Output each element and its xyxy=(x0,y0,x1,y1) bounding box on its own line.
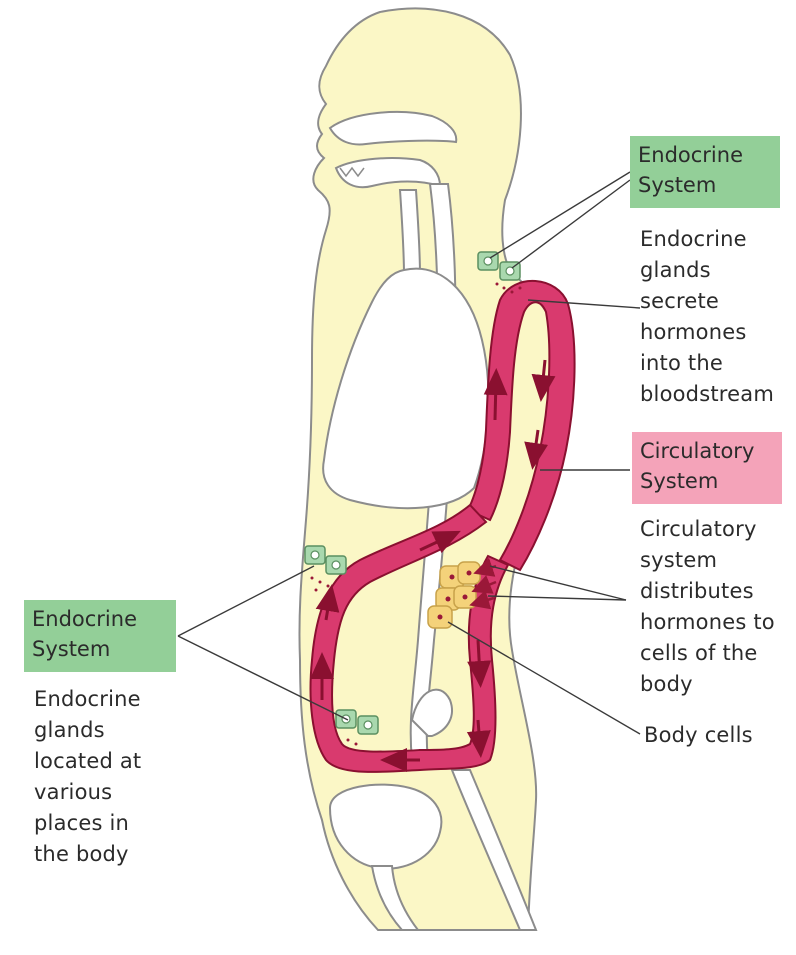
circulatory-desc-line-3: distributes xyxy=(640,576,796,607)
endocrine-system-label-top: Endocrine System xyxy=(630,136,780,208)
endocrine-top-line-2: System xyxy=(638,170,772,200)
endocrine-left-desc-line-1: Endocrine xyxy=(34,684,184,715)
endocrine-left-desc-line-5: places in xyxy=(34,808,184,839)
endocrine-left-line-1: Endocrine xyxy=(32,604,168,634)
circulatory-system-label: Circulatory System xyxy=(632,432,782,504)
endocrine-top-desc-line-2: glands xyxy=(640,255,790,286)
circulatory-description: Circulatory system distributes hormones … xyxy=(640,514,796,700)
trachea xyxy=(400,190,420,275)
endocrine-left-desc-line-6: the body xyxy=(34,839,184,870)
circulatory-line-2: System xyxy=(640,466,774,496)
body-cells-label: Body cells xyxy=(644,720,794,751)
endocrine-top-desc-line-1: Endocrine xyxy=(640,224,790,255)
circulatory-desc-line-1: Circulatory xyxy=(640,514,796,545)
endocrine-top-desc-line-6: bloodstream xyxy=(640,379,790,410)
circulatory-desc-line-4: hormones to xyxy=(640,607,796,638)
endocrine-system-label-left: Endocrine System xyxy=(24,600,176,672)
endocrine-left-description: Endocrine glands located at various plac… xyxy=(34,684,184,870)
endocrine-top-desc-line-4: hormones xyxy=(640,317,790,348)
circulatory-desc-line-6: body xyxy=(640,669,796,700)
endocrine-top-line-1: Endocrine xyxy=(638,140,772,170)
endocrine-left-desc-line-4: various xyxy=(34,777,184,808)
endocrine-top-desc-line-5: into the xyxy=(640,348,790,379)
oral-cavity xyxy=(336,158,440,187)
circulatory-line-1: Circulatory xyxy=(640,436,774,466)
endocrine-left-desc-line-2: glands xyxy=(34,715,184,746)
circulatory-desc-line-2: system xyxy=(640,545,796,576)
endocrine-top-desc-line-3: secrete xyxy=(640,286,790,317)
endocrine-left-line-2: System xyxy=(32,634,168,664)
body-cells-text: Body cells xyxy=(644,720,794,751)
circulatory-desc-line-5: cells of the xyxy=(640,638,796,669)
endocrine-top-description: Endocrine glands secrete hormones into t… xyxy=(640,224,790,410)
endocrine-left-desc-line-3: located at xyxy=(34,746,184,777)
